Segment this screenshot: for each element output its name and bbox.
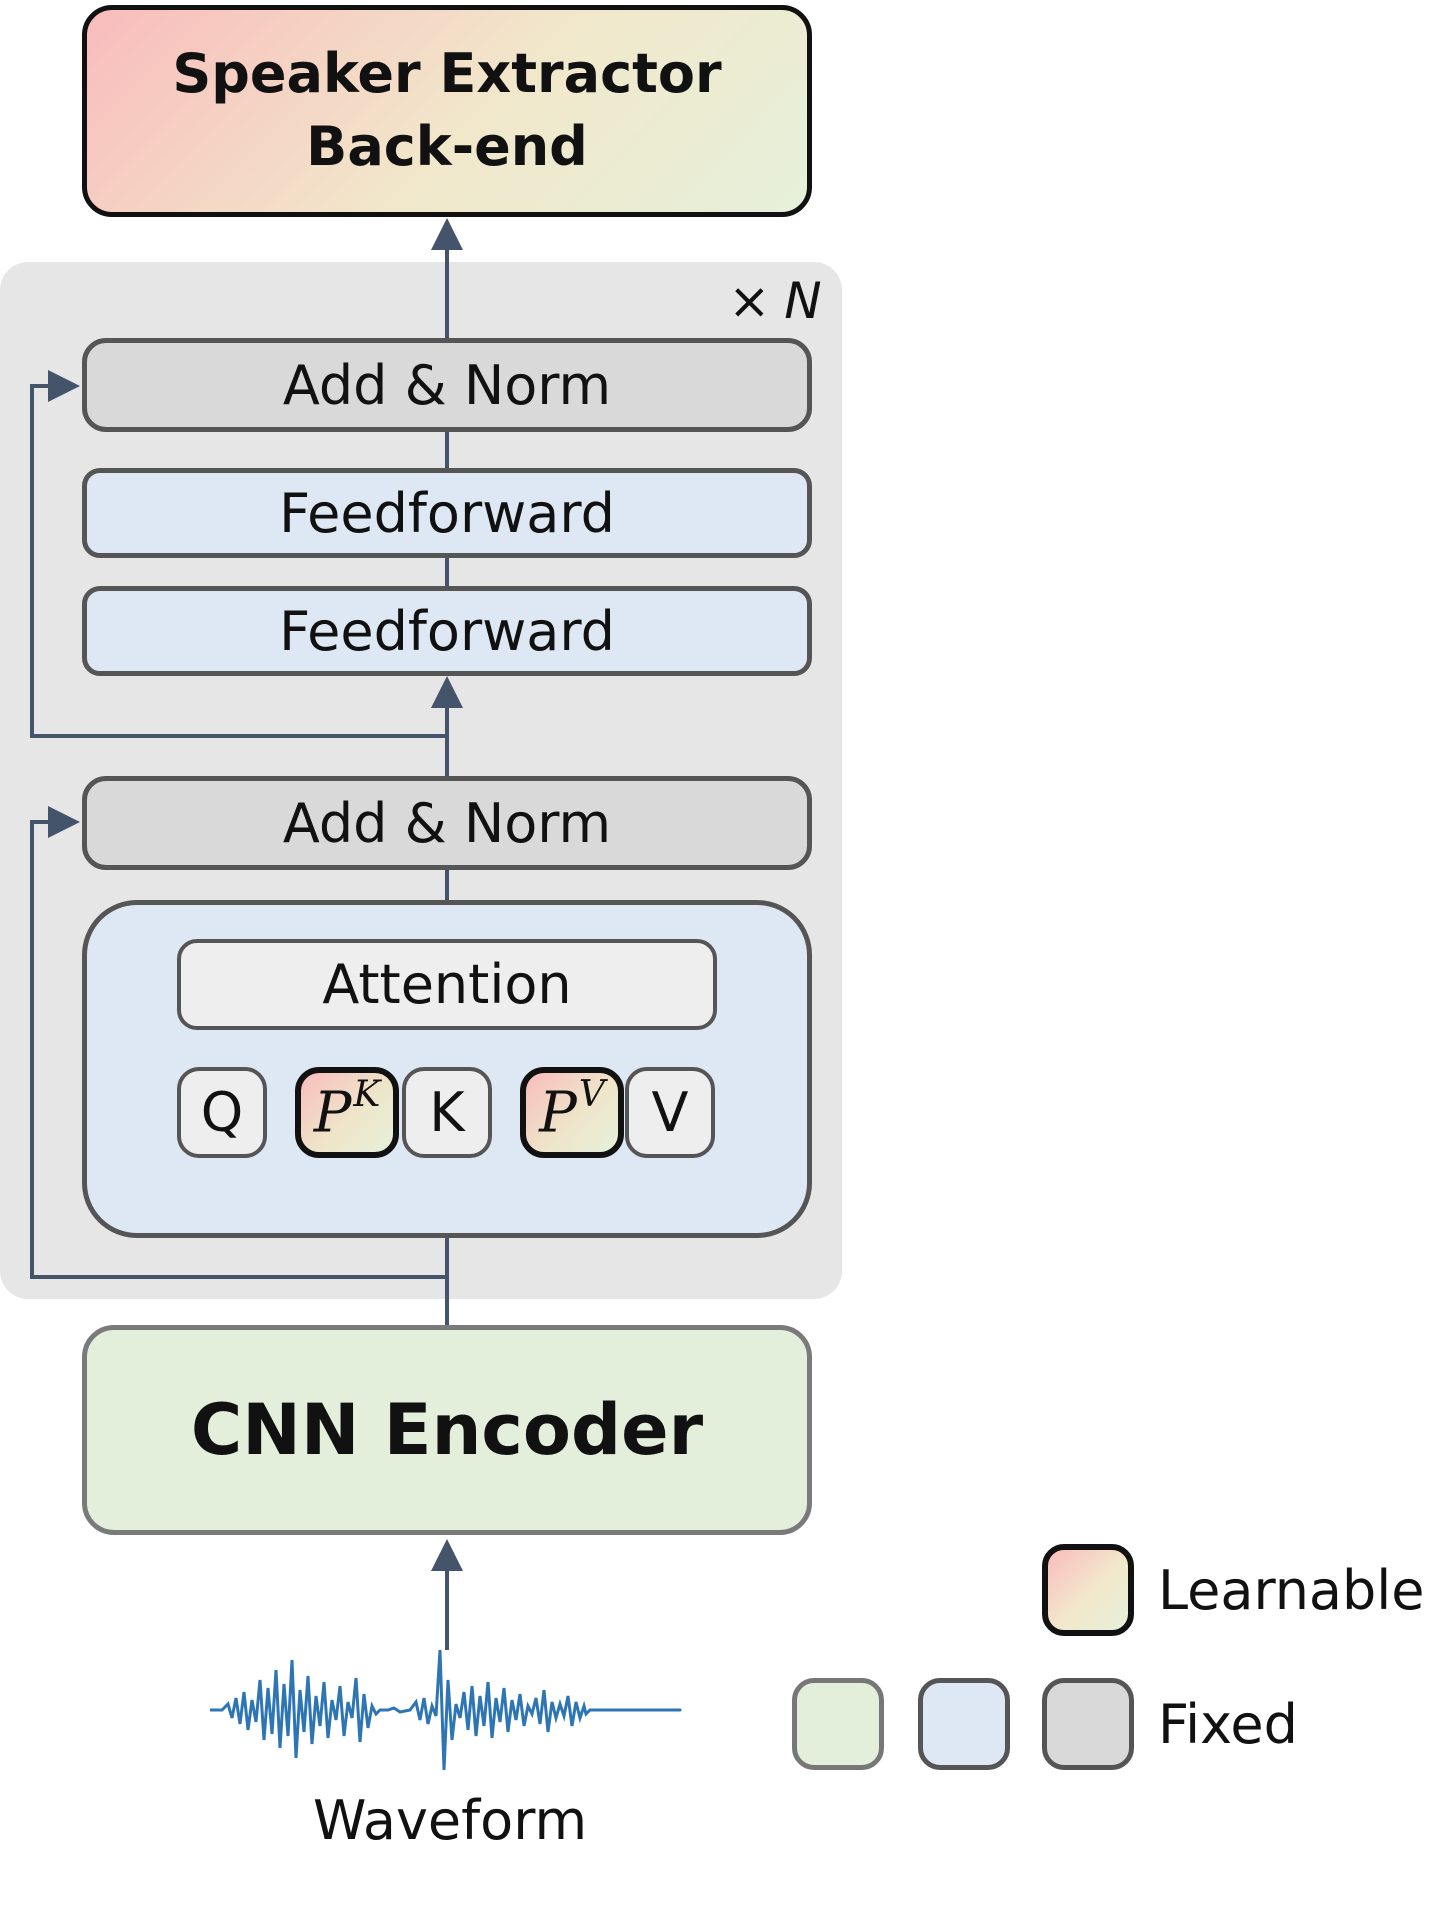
add-norm-top-block: Add & Norm <box>82 338 812 432</box>
add-norm-bottom-label: Add & Norm <box>282 791 612 855</box>
legend-learnable-swatch <box>1042 1544 1134 1636</box>
cnn-encoder-label: CNN Encoder <box>190 1389 704 1471</box>
value-block: V <box>625 1067 715 1158</box>
speaker-extractor-line1: Speaker Extractor <box>172 42 722 106</box>
legend-learnable-label: Learnable <box>1158 1558 1425 1622</box>
attention-block: Attention <box>177 939 717 1030</box>
speaker-extractor-block: Speaker Extractor Back-end <box>82 5 812 217</box>
key-prompt-label: PK <box>313 1074 381 1146</box>
value-prompt-label: PV <box>539 1074 605 1146</box>
legend-fixed-green-swatch <box>792 1678 884 1770</box>
key-prompt-block: PK <box>295 1067 399 1158</box>
key-block: K <box>402 1067 492 1158</box>
legend-fixed-blue-swatch <box>918 1678 1010 1770</box>
feedforward-top-block: Feedforward <box>82 468 812 558</box>
repeat-label: ×N <box>715 268 835 334</box>
feedforward-top-label: Feedforward <box>279 481 615 545</box>
query-block: Q <box>177 1067 267 1158</box>
value-prompt-block: PV <box>520 1067 624 1158</box>
value-prompt-sup: V <box>578 1073 605 1115</box>
key-prompt-base: P <box>313 1080 352 1146</box>
waveform-label: Waveform <box>312 1788 588 1852</box>
speaker-extractor-line2: Back-end <box>306 115 588 178</box>
attention-label: Attention <box>322 953 572 1016</box>
add-norm-top-label: Add & Norm <box>282 353 612 417</box>
value-prompt-base: P <box>539 1080 577 1146</box>
repeat-count-symbol: N <box>784 272 822 330</box>
key-label: K <box>429 1081 465 1144</box>
legend-fixed-gray-swatch <box>1042 1678 1134 1770</box>
feedforward-bottom-label: Feedforward <box>279 599 615 663</box>
add-norm-bottom-block: Add & Norm <box>82 776 812 870</box>
legend-fixed-label: Fixed <box>1158 1692 1298 1756</box>
key-prompt-sup: K <box>353 1073 381 1115</box>
query-label: Q <box>200 1081 244 1144</box>
waveform-icon <box>210 1649 682 1771</box>
value-label: V <box>651 1081 689 1144</box>
cnn-encoder-block: CNN Encoder <box>82 1325 812 1535</box>
feedforward-bottom-block: Feedforward <box>82 586 812 676</box>
times-symbol: × <box>728 272 771 330</box>
